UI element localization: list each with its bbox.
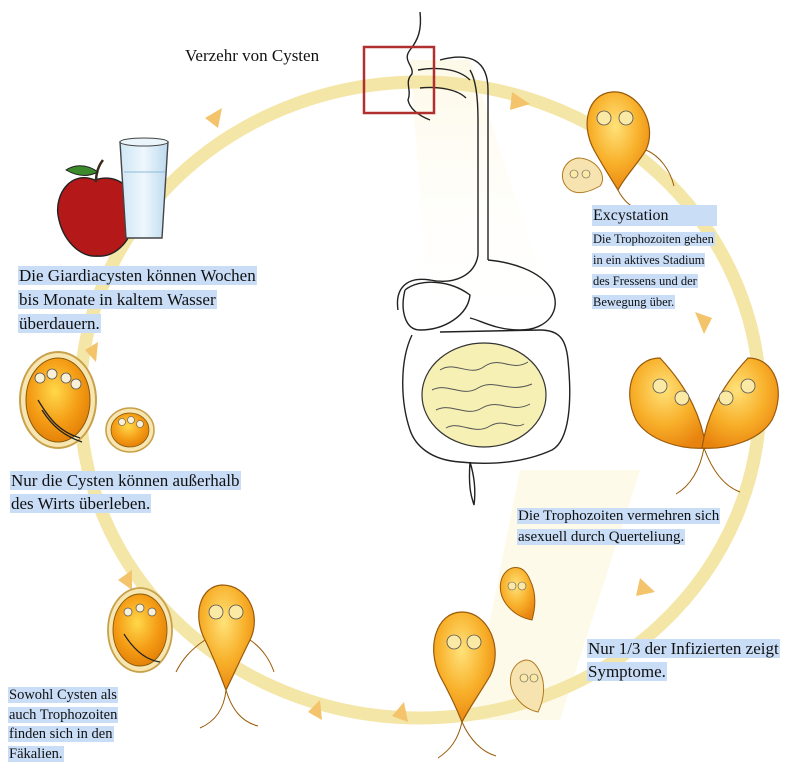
small-intestine-loops bbox=[431, 361, 533, 430]
trophozoite-symptoms-faded bbox=[510, 659, 545, 713]
giardia-cyst-bottom-left bbox=[107, 587, 173, 673]
arrow-icon bbox=[510, 92, 530, 110]
trophozoite-symptoms-small bbox=[499, 567, 536, 621]
trophozoite-excystation-small bbox=[562, 157, 603, 194]
mouth-focus-box bbox=[362, 45, 436, 115]
cycle-arrows bbox=[85, 92, 712, 722]
arrow-icon bbox=[85, 342, 98, 362]
excystation-description: Die Trophozoiten gehen in ein aktives St… bbox=[592, 232, 715, 310]
consumption-text: Verzehr von Cysten bbox=[185, 46, 320, 65]
outside-host-label: Nur die Cysten können außerhalb des Wirt… bbox=[10, 470, 260, 516]
digestive-system-illustration bbox=[396, 11, 571, 506]
oral-cavity bbox=[417, 67, 471, 99]
stomach bbox=[396, 254, 556, 331]
apple-icon bbox=[56, 159, 137, 257]
liver bbox=[402, 281, 471, 331]
trophozoite-bottom-left bbox=[175, 584, 275, 729]
outside-host-text: Nur die Cysten können außerhalb des Wirt… bbox=[10, 471, 241, 513]
small-intestine bbox=[421, 342, 547, 448]
light-beam-top bbox=[410, 60, 560, 330]
cyst-survival-text: Die Giardiacysten können Wochen bis Mona… bbox=[18, 266, 257, 333]
excystation-label: Excystation Die Trophozoiten gehen in ei… bbox=[592, 205, 717, 313]
trophozoite-excystation-large bbox=[586, 91, 675, 213]
trophozoite-dividing bbox=[629, 357, 779, 495]
giardia-cyst-large bbox=[19, 351, 97, 449]
trophozoite-symptoms-large bbox=[433, 611, 497, 759]
arrow-icon bbox=[205, 108, 222, 128]
arrow-icon bbox=[695, 312, 712, 334]
water-glass-icon bbox=[119, 137, 169, 239]
symptoms-text: Nur 1/3 der Infizierten zeigt Symptome. bbox=[587, 639, 780, 681]
trophozoite-multiply-label: Die Trophozoiten vermehren sich asexuell… bbox=[517, 506, 752, 548]
esophagus bbox=[439, 56, 489, 260]
symptoms-label: Nur 1/3 der Infizierten zeigt Symptome. bbox=[587, 638, 787, 684]
arrow-icon bbox=[308, 700, 322, 720]
head-profile bbox=[406, 11, 431, 121]
rectum bbox=[468, 461, 476, 506]
large-intestine bbox=[402, 329, 571, 464]
arrow-icon bbox=[392, 702, 408, 722]
feces-label: Sowohl Cysten als auch Trophozoiten find… bbox=[8, 686, 143, 764]
arrow-icon bbox=[636, 578, 655, 596]
feces-text: Sowohl Cysten als auch Trophozoiten find… bbox=[8, 687, 119, 762]
consumption-label: Verzehr von Cysten bbox=[185, 45, 319, 67]
cyst-survival-label: Die Giardiacysten können Wochen bis Mona… bbox=[18, 264, 268, 335]
excystation-title: Excystation bbox=[592, 205, 717, 227]
arrow-icon bbox=[118, 570, 132, 590]
giardia-cyst-small bbox=[105, 407, 155, 453]
trophozoite-multiply-text: Die Trophozoiten vermehren sich asexuell… bbox=[517, 508, 721, 545]
